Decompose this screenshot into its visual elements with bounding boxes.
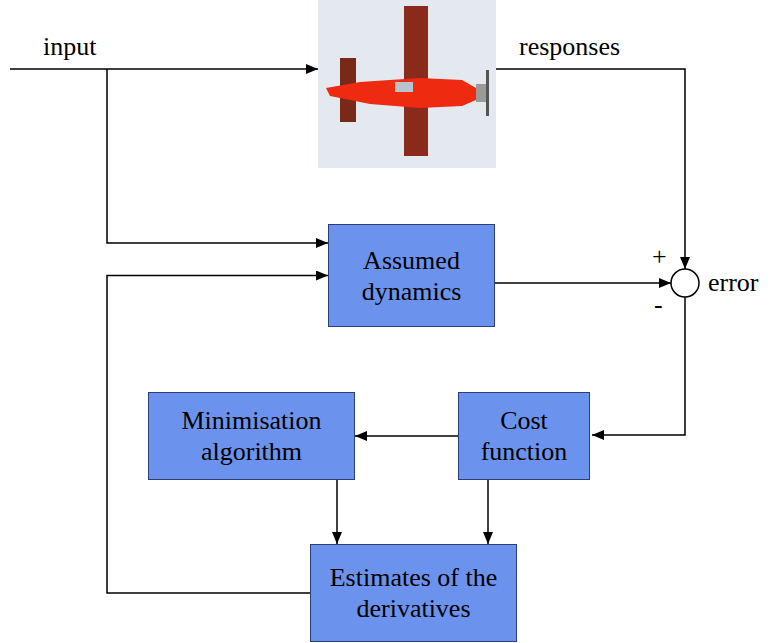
signal-label: responses — [519, 32, 620, 62]
box-text: Estimates of the derivatives — [317, 562, 510, 624]
signal-label: input — [43, 32, 96, 62]
summing-junction — [671, 269, 699, 297]
flow-arrow — [336, 480, 338, 544]
process-box: Estimates of the derivatives — [310, 544, 517, 642]
sign-label: + — [652, 242, 667, 272]
flow-arrow — [355, 435, 458, 437]
process-box: Assumed dynamics — [328, 224, 495, 327]
process-box: Cost function — [458, 392, 590, 480]
signal-wires — [10, 69, 699, 435]
sign-label: - — [654, 290, 663, 320]
box-text: Minimisation algorithm — [155, 405, 348, 467]
airplane-photo — [318, 0, 496, 168]
box-text: Cost function — [465, 405, 583, 467]
process-box: Minimisation algorithm — [148, 392, 355, 480]
flow-arrow — [487, 480, 489, 544]
signal-label: error — [708, 268, 759, 298]
box-text: Assumed dynamics — [335, 245, 488, 307]
